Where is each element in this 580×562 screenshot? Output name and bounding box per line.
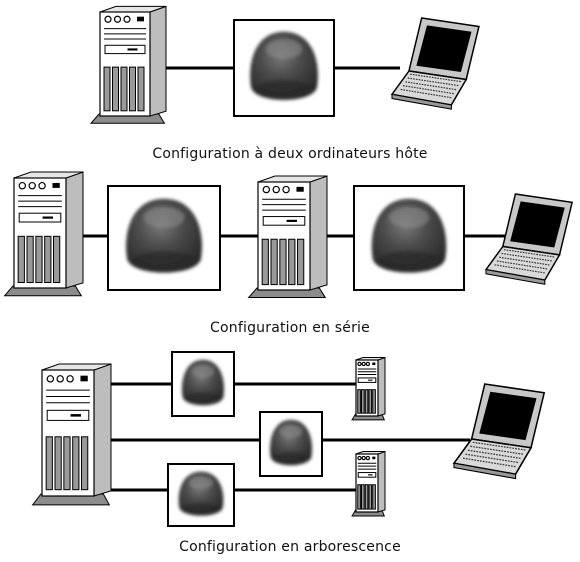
dome-device-icon <box>167 463 235 527</box>
caption-two-hosts: Configuration à deux ordinateurs hôte <box>152 146 428 162</box>
tower-server-icon <box>89 5 167 124</box>
laptop-icon <box>452 383 546 480</box>
dome-device-icon <box>171 351 235 417</box>
tower-server-icon <box>247 175 328 299</box>
diagram-nodes <box>3 5 574 527</box>
dome-device-icon <box>353 185 465 291</box>
caption-tree: Configuration en arborescence <box>179 539 401 555</box>
laptop-icon <box>484 193 574 285</box>
tower-server-icon <box>351 356 386 421</box>
tower-server-icon <box>351 450 386 517</box>
dome-device-icon <box>259 411 323 477</box>
caption-series: Configuration en série <box>210 320 370 336</box>
tower-server-icon <box>3 171 84 297</box>
dome-device-icon <box>233 19 335 117</box>
dome-device-icon <box>107 185 221 291</box>
laptop-icon <box>390 17 480 110</box>
tower-server-icon <box>31 363 112 506</box>
